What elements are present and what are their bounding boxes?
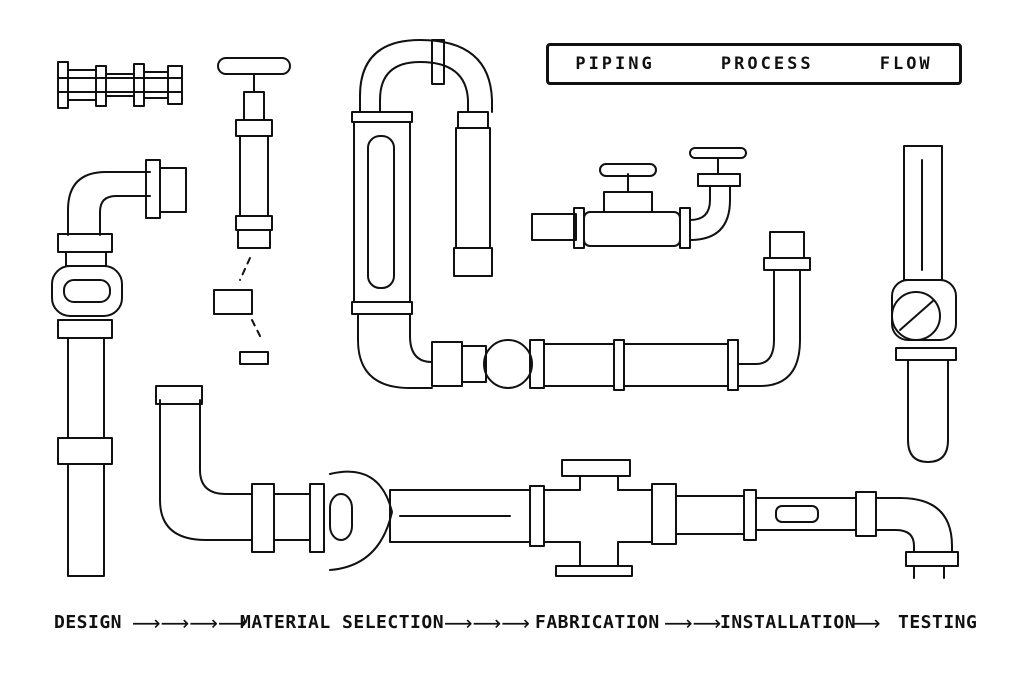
main-pipe-run (156, 386, 958, 578)
step-material-selection: MATERIAL SELECTION (240, 612, 445, 633)
handwheel-valve (218, 58, 290, 248)
arrow-3: ⟶⟶ (664, 611, 722, 635)
left-vertical-pipe (52, 160, 186, 576)
step-design: DESIGN (54, 612, 123, 633)
dashed-connector (214, 258, 268, 364)
small-valve-assembly (58, 62, 182, 108)
right-check-valve (892, 146, 956, 462)
arrow-2: ⟶⟶⟶ (444, 611, 531, 635)
title-box: PIPING PROCESS FLOW (546, 43, 962, 85)
arrow-4: ⟶ (852, 611, 881, 635)
gate-valve (532, 148, 746, 248)
arrow-1: ⟶⟶⟶⟶ (132, 611, 247, 635)
step-testing: TESTING (898, 612, 978, 633)
page-title: PIPING PROCESS FLOW (575, 54, 933, 74)
step-installation: INSTALLATION (720, 612, 857, 633)
step-fabrication: FABRICATION (535, 612, 660, 633)
u-pipe-run (352, 40, 810, 390)
